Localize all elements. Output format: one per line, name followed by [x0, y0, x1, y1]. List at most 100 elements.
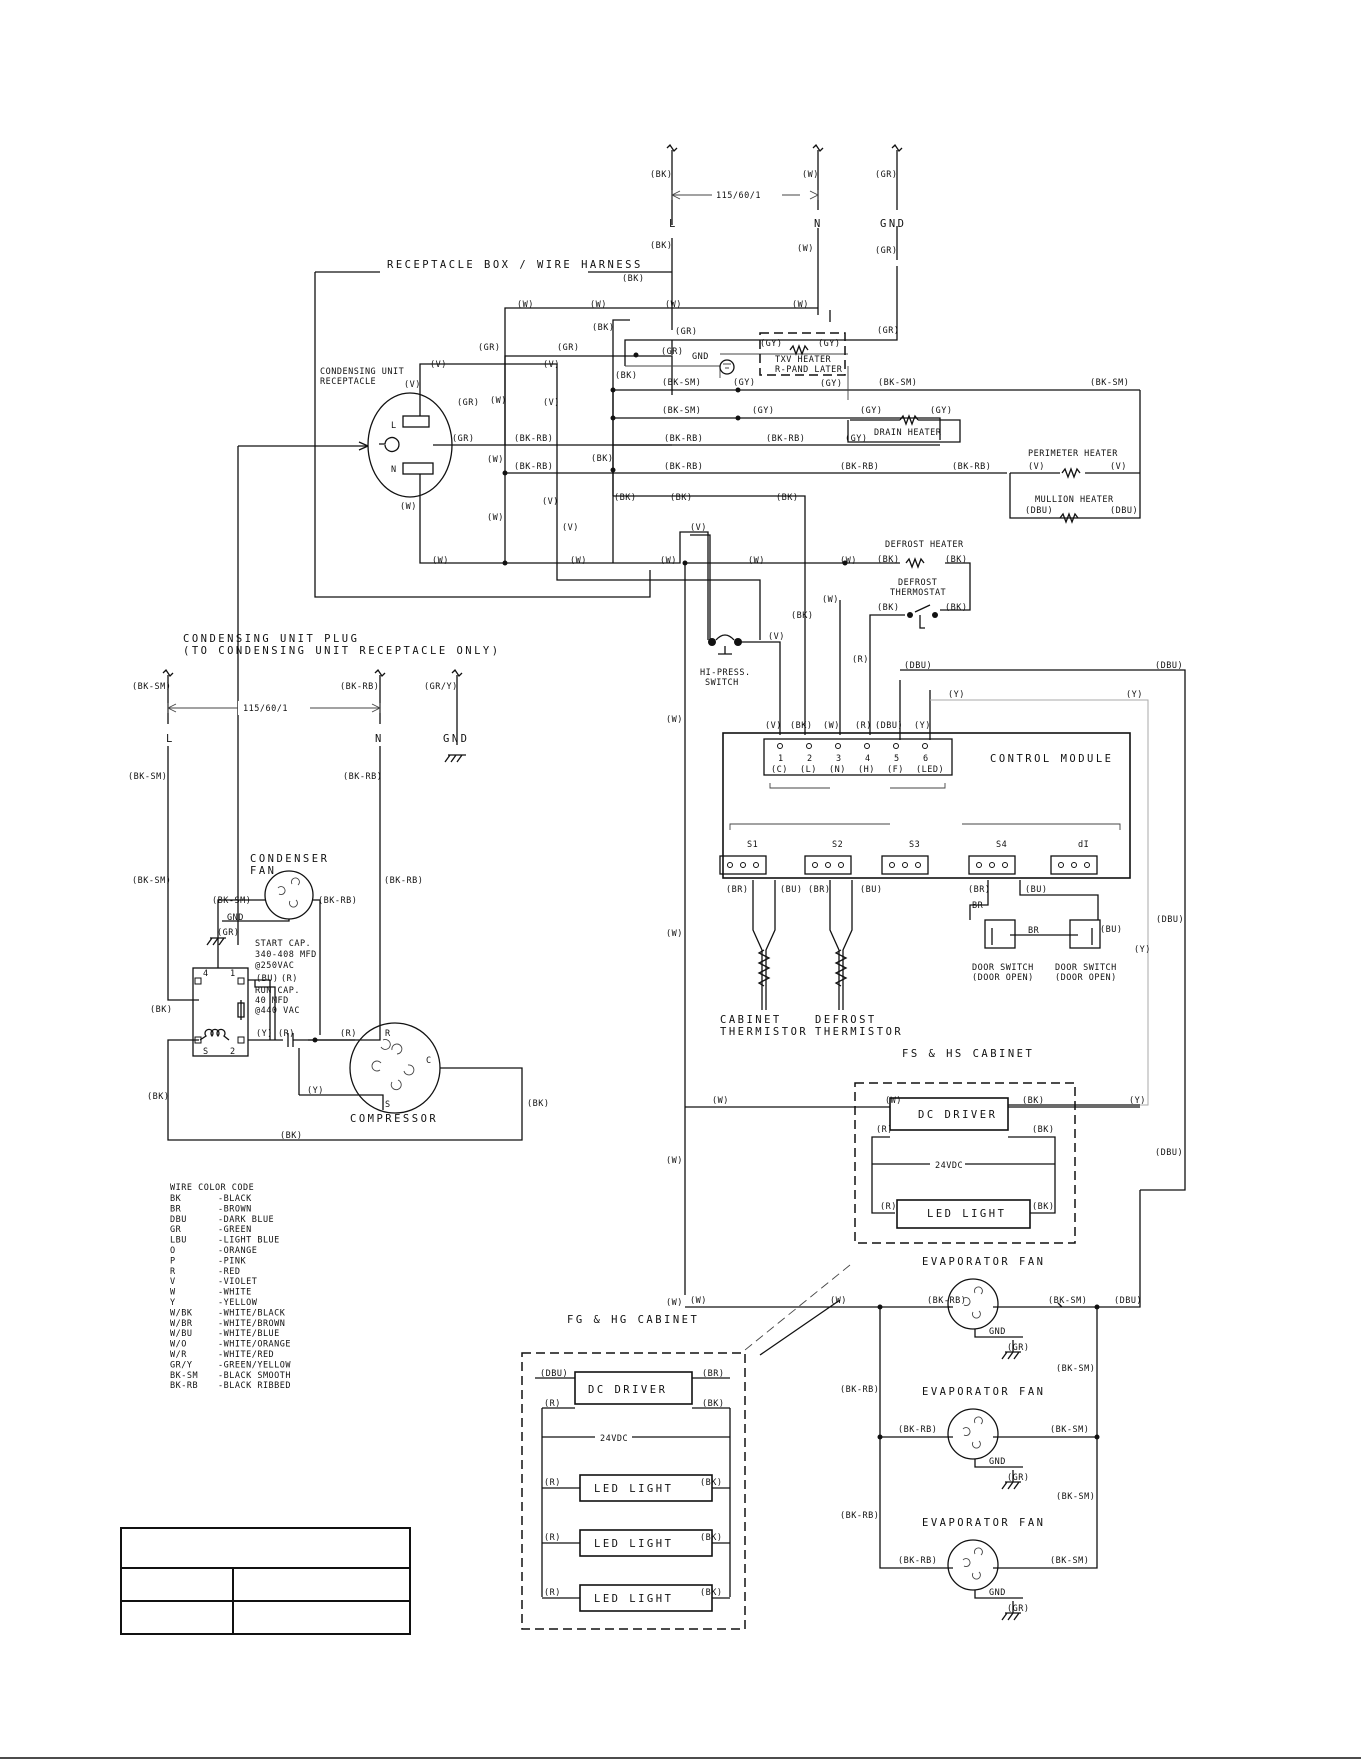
- wire-label: (W): [797, 244, 814, 254]
- sensor-label-S4: S4: [996, 840, 1007, 850]
- sensor-pin: [838, 862, 844, 868]
- control-module: CONTROL MODULE (DBU) (DBU) (Y) (Y) (DBU)…: [719, 661, 1186, 1191]
- legend-code: W/BU: [170, 1329, 192, 1339]
- wire-label: (BR): [968, 885, 990, 895]
- motor-terminal-r: R: [385, 1029, 391, 1039]
- wire-label: (W): [490, 396, 507, 406]
- mullion-heater-label: MULLION HEATER: [1035, 495, 1114, 505]
- plug-voltage-label: 115/60/1: [243, 704, 288, 714]
- fan-gnd-label: GND: [989, 1457, 1006, 1467]
- legend-code: BR: [170, 1204, 182, 1214]
- wire-label: (BK): [877, 603, 899, 613]
- wire-label: (BK-SM): [878, 378, 917, 388]
- harness-title: RECEPTACLE BOX / WIRE HARNESS: [387, 259, 643, 271]
- sensor-pin: [753, 862, 759, 868]
- cabinet-thermistor-label-2: THERMISTOR: [720, 1026, 808, 1038]
- receptacle-n: N: [391, 465, 397, 475]
- control-terminal-num: 4: [865, 754, 871, 764]
- relay-terminal-4: 4: [203, 969, 209, 979]
- plug-n-label: N: [375, 733, 384, 745]
- wire-label: (BK-SM): [132, 682, 171, 692]
- supply-gnd-label: GND: [880, 218, 906, 230]
- start-cap-label-3: @250VAC: [255, 961, 294, 971]
- wire-label: (BK): [527, 1099, 549, 1109]
- defrost-thermistor-label-2: THERMISTOR: [815, 1026, 903, 1038]
- control-terminal-code: (L): [800, 765, 817, 775]
- legend-meaning: -WHITE/BROWN: [218, 1319, 285, 1329]
- control-module-box: [722, 732, 1131, 879]
- wire-label: (BK-RB): [840, 1385, 879, 1395]
- condensing-unit: CONDENSING UNIT PLUG (TO CONDENSING UNIT…: [128, 441, 549, 1141]
- wire-label: (BK): [1022, 1096, 1044, 1106]
- led-light-box: [896, 1199, 1031, 1229]
- receptacle-label-1: CONDENSING UNIT: [320, 367, 404, 377]
- wire-label: (BK): [622, 274, 644, 284]
- fs-hs-led-box: [854, 1082, 1076, 1244]
- wire-label: (GY): [752, 406, 774, 416]
- evaporator-fan-label: EVAPORATOR FAN: [922, 1517, 1046, 1529]
- wire-label: (BK-RB): [927, 1296, 966, 1306]
- relay-terminal-2: 2: [230, 1047, 236, 1057]
- wire-label: (GR): [675, 327, 697, 337]
- wire-label: (BR): [726, 885, 748, 895]
- fg-hg-led-section: FG & HG CABINET DC DRIVER 24VDC (DBU) (B…: [521, 1314, 746, 1630]
- legend-code: LBU: [170, 1236, 187, 1246]
- wire-label: (GY): [733, 378, 755, 388]
- start-cap-label-2: 340-408 MFD: [255, 950, 317, 960]
- run-cap-label-1: RUN CAP.: [255, 986, 300, 996]
- supply-bk-wire: (BK): [650, 170, 672, 180]
- motor-terminal-c: C: [426, 1056, 432, 1066]
- wire-label: (GR): [557, 343, 579, 353]
- wire-label: (BK-RB): [514, 434, 553, 444]
- wire-label: (GR): [452, 434, 474, 444]
- wire-label: (BK): [670, 493, 692, 503]
- dc-driver-box: [889, 1097, 1009, 1131]
- wire-label: (BK): [1032, 1125, 1054, 1135]
- legend-meaning: -ORANGE: [218, 1246, 257, 1256]
- wire-label: (BK-RB): [343, 772, 382, 782]
- wire-label: (BK): [150, 1005, 172, 1015]
- plug-l-label: L: [166, 733, 175, 745]
- legend-code: W/R: [170, 1350, 187, 1360]
- control-terminal-code: (N): [829, 765, 846, 775]
- wire-label: (GR): [217, 928, 239, 938]
- fg-vdc-label: 24VDC: [600, 1434, 628, 1444]
- condenser-fan-motor: [264, 870, 314, 920]
- wire-label: (V): [1028, 462, 1045, 472]
- wire-label: (R): [544, 1399, 561, 1409]
- vdc-label: 24VDC: [935, 1161, 963, 1171]
- evaporator-fan-motor: [947, 1408, 999, 1460]
- wire-label: (BK-SM): [662, 406, 701, 416]
- supply-gr-wire: (GR): [875, 170, 897, 180]
- wire-label: (W): [690, 1296, 707, 1306]
- plug-gnd-label: GND: [443, 733, 469, 745]
- wire-label: (DBU): [1114, 1296, 1142, 1306]
- wire-label: (BK): [280, 1131, 302, 1141]
- wire-label: (GR): [457, 398, 479, 408]
- wire-label: (R): [340, 1029, 357, 1039]
- wire-label: (BK): [945, 603, 967, 613]
- wire-label: (BK): [700, 1533, 722, 1543]
- wire-label: (BU): [860, 885, 882, 895]
- evaporator-fan-label: EVAPORATOR FAN: [922, 1256, 1046, 1268]
- control-terminal-code: (LED): [916, 765, 944, 775]
- compressor-label: COMPRESSOR: [350, 1113, 438, 1125]
- door-switch-2-label-1: DOOR SWITCH: [1055, 963, 1117, 973]
- wire-label: (R): [544, 1533, 561, 1543]
- legend-meaning: -BLACK: [218, 1194, 252, 1204]
- fan-gnd-label: GND: [989, 1327, 1006, 1337]
- wire-label: (BK-RB): [952, 462, 991, 472]
- wire-label: (GR): [478, 343, 500, 353]
- wire-label: (BR): [702, 1369, 724, 1379]
- control-terminal-num: 5: [894, 754, 900, 764]
- legend-code: W/BK: [170, 1308, 193, 1318]
- wire-label: (GR): [877, 326, 899, 336]
- wire-label: (W): [400, 502, 417, 512]
- wire-label: (BU): [780, 885, 802, 895]
- receptacle-box-harness: RECEPTACLE BOX / WIRE HARNESS (BK) L N C…: [314, 259, 1141, 640]
- wire-label: (BU): [1025, 885, 1047, 895]
- wire-label: (BK-RB): [318, 896, 357, 906]
- evaporator-fan-motor: [947, 1539, 999, 1591]
- fs-hs-led-section: DC DRIVER (W) (W) (BK) (Y) 24VDC (R) (BK…: [685, 1082, 1145, 1244]
- legend-meaning: -BLACK SMOOTH: [218, 1371, 291, 1381]
